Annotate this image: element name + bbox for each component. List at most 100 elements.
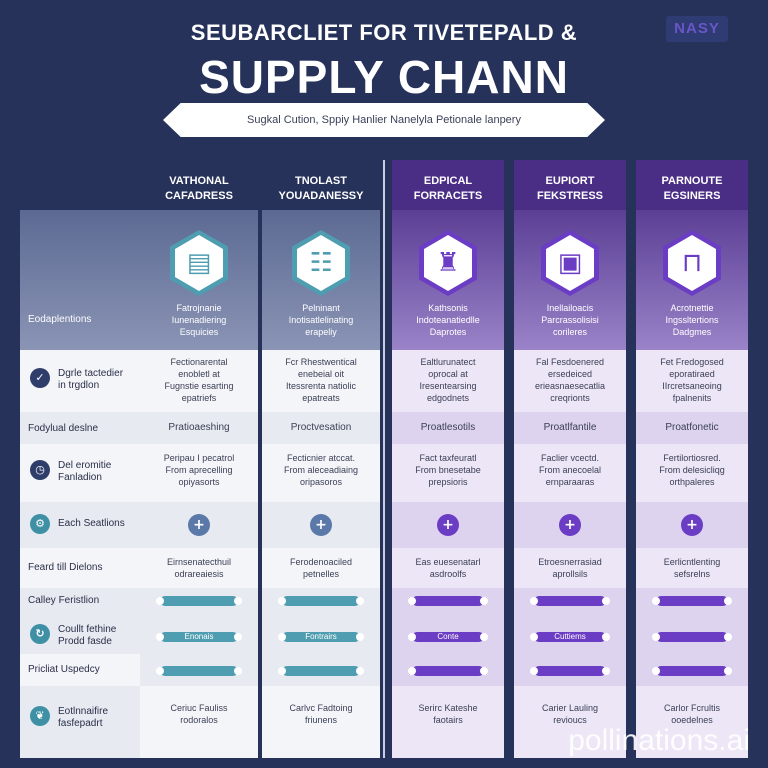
column-footer: Carier Lauling revioucs	[541, 703, 599, 725]
column-subhead: Proatlfantile	[543, 422, 597, 433]
column-description: Ealtlurunatect oprocal at Iresentearsing…	[419, 357, 477, 403]
column-header: PARNOUTE EGSINERS	[636, 160, 748, 212]
column-cell: Carlor Fcrultis ooedelnes	[636, 686, 748, 758]
document-stack-icon-glyph: ▤	[186, 248, 212, 278]
watermark: pollinations.ai	[568, 724, 750, 757]
column-sub-label: Etroesnerrasiad aprollsils	[538, 557, 602, 579]
row-label-column: Eodaplentions ✓ Dgrle tactedier in trgdl…	[20, 210, 140, 758]
column-cell: Pratioaeshing	[140, 412, 258, 444]
column-head-cell: ♜ Kathsonis Indoteanatiedlle Daprotes	[392, 210, 504, 350]
column-cell: Fontrairs	[262, 588, 380, 686]
label-cell: ⚙ Each Seatlions	[20, 502, 140, 548]
label-cell: Feard till Dielons	[20, 548, 140, 588]
column-footer: Carlvc Fadtoing friunens	[289, 703, 353, 725]
column-cell: Conte	[392, 588, 504, 686]
plus-icon[interactable]: +	[437, 514, 459, 536]
feature-column: ▣ Inellailoacis Parcrassolisisi corilere…	[514, 210, 626, 758]
column-header: EUPIORT FEKSTRESS	[514, 160, 626, 212]
feature-column: ♜ Kathsonis Indoteanatiedlle Daprotes Ea…	[392, 210, 504, 758]
column-description: Fal Fesdoenered ersedeiced erieasnaeseca…	[534, 357, 606, 403]
column-description: Fact taxfeuratl From bnesetabe prepsiori…	[415, 453, 481, 487]
column-footer: Ceriuc Fauliss rodoralos	[170, 703, 228, 725]
column-sub-label: Eirnsenatecthuil odrareaiesis	[166, 557, 232, 579]
icon-hexagon: ♜	[419, 230, 477, 296]
row-label: Feard till Dielons	[28, 562, 103, 573]
column-cell: Carlvc Fadtoing friunens	[262, 686, 380, 758]
row-label: Del eromitie Fanladion	[58, 460, 112, 483]
column-cell: Proatlfantile	[514, 412, 626, 444]
column-cell: +	[636, 502, 748, 548]
column-sub-label: Ferodenoaciled petnelles	[289, 557, 353, 579]
row-label-categories: Eodaplentions	[28, 314, 92, 325]
refresh-icon: ↻	[30, 624, 50, 644]
column-description: Fet Fredogosed eporatiraed IIrcretsaneoi…	[660, 357, 724, 403]
rating-bar	[652, 632, 732, 642]
rating-bar	[408, 666, 488, 676]
column-cell: +	[262, 502, 380, 548]
rating-bar: Conte	[408, 632, 488, 642]
column-cell: +	[514, 502, 626, 548]
column-description: Peripau I pecatrol From aprecelling opiy…	[163, 453, 235, 487]
column-head-cell: ⊓ Acrotnettie Ingssltertions Dadgmes	[636, 210, 748, 350]
leaf-icon: ❦	[30, 706, 50, 726]
column-head-cell: ☷ Pelninant Inotisatlelinating erapeliy	[262, 210, 380, 350]
column-sub-label: Eas euesenatarl asdroolfs	[415, 557, 481, 579]
plus-icon[interactable]: +	[681, 514, 703, 536]
rating-bar	[530, 666, 610, 676]
column-title: Inellailoacis Parcrassolisisi corileres	[541, 303, 599, 337]
delivery-box-icon: ▣	[546, 235, 594, 291]
row-label: Pricliat Uspedcy	[28, 664, 100, 675]
column-cell: Carier Lauling revioucs	[514, 686, 626, 758]
column-cell: Proctvesation	[262, 412, 380, 444]
column-description: Fectionarental enobletl at Fugnstie esar…	[164, 357, 234, 403]
column-cell: Proatfonetic	[636, 412, 748, 444]
column-footer: Serirc Kateshe faotairs	[418, 703, 478, 725]
column-cell: Fertilortiosred. From delesicliqg orthpa…	[636, 444, 748, 502]
column-title: Pelninant Inotisatlelinating erapeliy	[288, 303, 354, 337]
plus-icon[interactable]: +	[310, 514, 332, 536]
rating-bar: Enonais	[156, 632, 242, 642]
column-cell: Ealtlurunatect oprocal at Iresentearsing…	[392, 350, 504, 412]
plus-icon[interactable]: +	[559, 514, 581, 536]
gear-icon: ⚙	[30, 514, 50, 534]
column-header: TNOLAST YOUADANESSY	[262, 160, 380, 212]
column-cell: Eerlicntlenting sefsrelns	[636, 548, 748, 588]
label-cell: ◷ Del eromitie Fanladion	[20, 444, 140, 502]
column-cell: Etroesnerrasiad aprollsils	[514, 548, 626, 588]
column-header: VATHONAL CAFADRESS	[140, 160, 258, 212]
label-head-cell: Eodaplentions	[20, 210, 140, 350]
delivery-box-icon-glyph: ▣	[557, 248, 583, 278]
column-subhead: Proatfonetic	[665, 422, 719, 433]
clock-icon: ◷	[30, 460, 50, 480]
column-cell: Enonais	[140, 588, 258, 686]
column-cell: Eas euesenatarl asdroolfs	[392, 548, 504, 588]
column-cell: Fact taxfeuratl From bnesetabe prepsiori…	[392, 444, 504, 502]
column-description: Fcr Rhestwentical enebeial oit Itessrent…	[285, 357, 357, 403]
rating-bar	[408, 596, 488, 606]
column-title: Kathsonis Indoteanatiedlle Daprotes	[416, 303, 480, 337]
rating-bar-label: Conte	[437, 632, 459, 641]
icon-hexagon: ⊓	[663, 230, 721, 296]
plus-icon[interactable]: +	[188, 514, 210, 536]
column-sub-label: Eerlicntlenting sefsrelns	[663, 557, 721, 579]
clipboard-icon: ☷	[297, 235, 345, 291]
page-title: SUPPLY CHANN	[199, 51, 569, 103]
column-title: Fatrojnanie Iunenadiering Esquicies	[171, 303, 227, 337]
clipboard-icon-glyph: ☷	[309, 248, 333, 278]
document-stack-icon: ▤	[175, 235, 223, 291]
row-label: Each Seatlions	[58, 518, 125, 529]
row-label: Fodylual deslne	[28, 423, 99, 434]
comparison-table: Eodaplentions ✓ Dgrle tactedier in trgdl…	[20, 210, 748, 758]
check-icon: ✓	[30, 368, 50, 388]
column-cell: Peripau I pecatrol From aprecelling opiy…	[140, 444, 258, 502]
label-cell: Pricliat Uspedcy	[20, 654, 140, 686]
rating-bar	[278, 666, 364, 676]
pre-title: SEUBARCLIET FOR TIVETEPALD &	[190, 20, 578, 45]
label-cell: ❦ Eotlnnaifire fasfepadrt	[20, 686, 140, 758]
rating-bar-label: Enonais	[184, 632, 214, 641]
pallet-icon: ⊓	[668, 235, 716, 291]
column-cell: +	[140, 502, 258, 548]
icon-hexagon: ▣	[541, 230, 599, 296]
pallet-icon-glyph: ⊓	[681, 248, 703, 278]
column-description: Fecticnier atccat. From aleceadiaing ori…	[283, 453, 359, 487]
